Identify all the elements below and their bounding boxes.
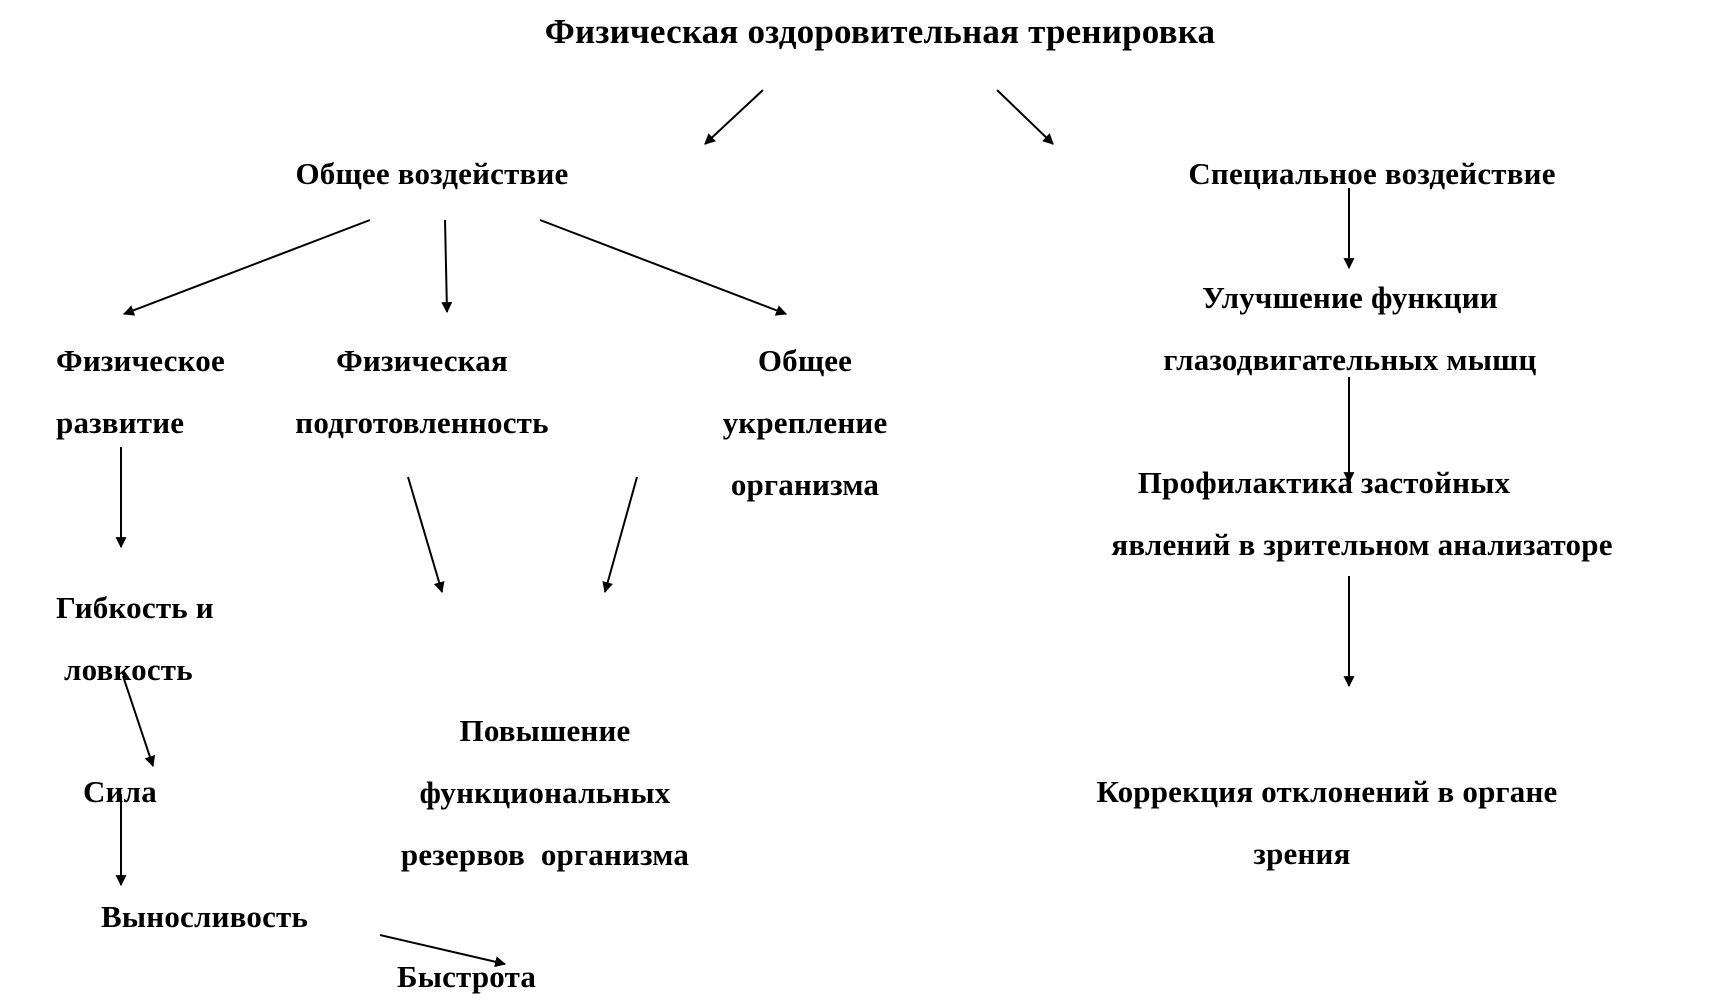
node-eye-muscles-line-1: Улучшение функции	[1202, 280, 1498, 315]
node-physical-development-line-2: развитие	[56, 405, 185, 440]
node-speed: Быстрота	[397, 959, 537, 994]
node-physical-fitness: Физическая подготовленность	[262, 330, 582, 454]
node-endurance: Выносливость	[101, 899, 309, 934]
arrow-fitness-to-reserves-left	[407, 476, 445, 594]
node-flexibility: Гибкость и ловкость	[56, 577, 214, 701]
node-general-strengthening-line-3: организма	[730, 467, 880, 502]
arrow-title-to-special	[996, 89, 1054, 145]
diagram-title: Физическая оздоровительная тренировка	[544, 12, 1216, 51]
node-functional-reserves-line-1: Повышение	[459, 713, 631, 748]
node-functional-reserves-line-2: функциональных	[419, 775, 671, 810]
node-physical-fitness-line-1: Физическая	[336, 343, 508, 378]
node-general-strengthening-line-1: Общее	[757, 343, 853, 378]
node-general-strengthening-line-2: укрепление	[722, 405, 888, 440]
arrow-fitness-to-reserves-right	[602, 476, 638, 594]
node-functional-reserves: Повышение функциональных резервов органи…	[330, 700, 760, 886]
node-prophylaxis-line-1: Профилактика застойных	[1137, 465, 1511, 500]
node-eye-muscles-line-2: глазодвигательных мышц	[1163, 342, 1537, 377]
node-correction: Коррекция отклонений в органе зрения	[1032, 761, 1622, 885]
node-flexibility-line-1: Гибкость и	[56, 590, 214, 625]
arrow-general-to-fitness	[441, 219, 453, 314]
node-general-strengthening: Общее укрепление организма	[680, 330, 930, 516]
node-physical-development: Физическое развитие	[56, 330, 225, 454]
node-strength: Сила	[83, 774, 157, 809]
node-correction-line-1: Коррекция отклонений в органе	[1096, 774, 1558, 809]
arrow-flexibility-to-strength	[122, 675, 156, 768]
node-eye-muscles: Улучшение функции глазодвигательных мышц	[1092, 267, 1608, 391]
node-prophylaxis-line-2: явлений в зрительном анализаторе	[1111, 527, 1613, 562]
arrow-title-to-general	[704, 89, 764, 145]
arrow-general-to-development	[122, 219, 371, 316]
node-correction-line-2: зрения	[1253, 836, 1351, 871]
node-general-impact: Общее воздействие	[295, 156, 569, 191]
arrow-endurance-to-speed	[379, 934, 507, 968]
node-special-impact: Специальное воздействие	[1188, 156, 1556, 191]
node-physical-fitness-line-2: подготовленность	[295, 405, 549, 440]
node-prophylaxis: Профилактика застойных явлений в зритель…	[1052, 452, 1672, 576]
arrow-general-to-strengthening	[539, 219, 788, 316]
node-physical-development-line-1: Физическое	[56, 343, 225, 378]
node-functional-reserves-line-3: резервов организма	[400, 837, 690, 872]
node-flexibility-line-2: ловкость	[64, 652, 193, 687]
